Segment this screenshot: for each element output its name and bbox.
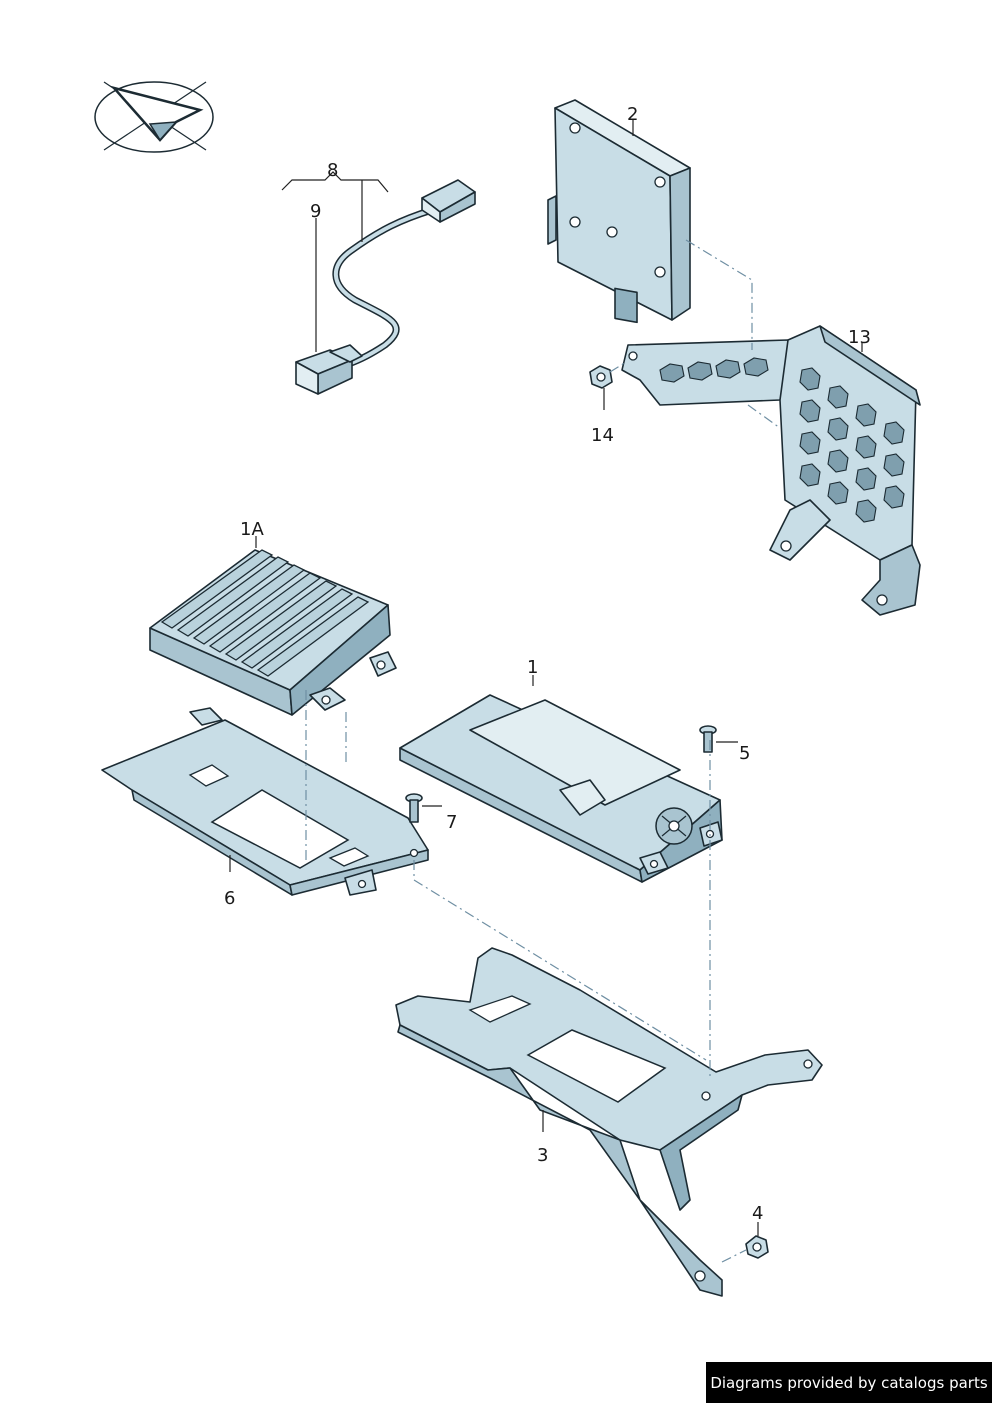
callout-1a: 1A (240, 519, 264, 540)
callout-8: 8 (327, 160, 338, 181)
callout-3: 3 (537, 1145, 548, 1166)
nut-part-4 (745, 1235, 769, 1259)
callout-1: 1 (527, 657, 538, 678)
head-unit-part-1 (399, 694, 723, 883)
credit-banner: Diagrams provided by catalogs parts (706, 1362, 992, 1403)
assembly-lines (305, 239, 781, 1263)
callout-labels: 2 8 9 13 14 1A 1 5 7 6 3 4 (224, 104, 871, 1224)
orientation-compass-icon (94, 81, 214, 153)
nut-part-14 (589, 365, 613, 389)
callout-5: 5 (739, 743, 750, 764)
callout-9: 9 (310, 201, 321, 222)
amplifier-part-1a (149, 549, 397, 716)
callout-7: 7 (446, 812, 457, 833)
callout-4: 4 (752, 1203, 763, 1224)
callout-2: 2 (627, 104, 638, 125)
honeycomb-bracket-part-13 (621, 325, 921, 616)
callout-14: 14 (591, 425, 614, 446)
callout-6: 6 (224, 888, 235, 909)
tray-part-6 (101, 707, 429, 896)
screw-part-7 (405, 793, 423, 823)
callout-13: 13 (848, 327, 871, 348)
cable-harness-part (295, 179, 476, 395)
control-unit-part-2 (547, 99, 691, 324)
mounting-bracket-part-3 (395, 947, 823, 1297)
leader-lines (229, 119, 863, 1236)
screw-part-5 (699, 725, 717, 753)
